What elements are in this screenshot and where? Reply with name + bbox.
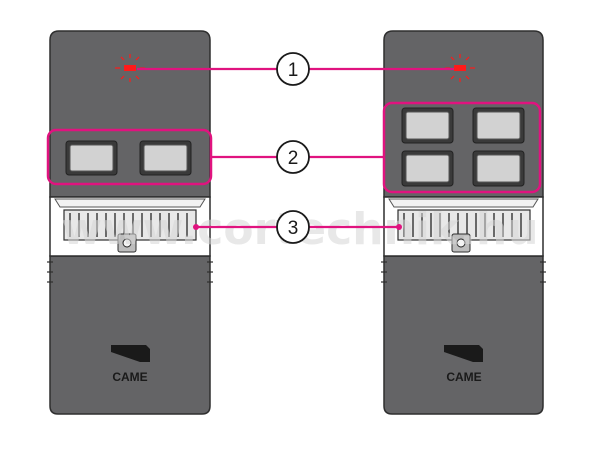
callout-1-number: 1 (288, 60, 299, 81)
left-brand-logo: CAME (111, 345, 150, 384)
callout-2-number: 2 (288, 148, 299, 169)
left-dip-compartment (49, 196, 211, 257)
callout-3-left-dot (193, 224, 199, 230)
callout-1-badge: 1 (276, 52, 310, 86)
right-remote: CAME (381, 30, 546, 415)
right-buttons-highlight (382, 101, 542, 194)
left-side-ticks (47, 261, 213, 283)
left-brand-label: CAME (112, 370, 147, 384)
left-remote-lower-body (49, 255, 211, 415)
callout-3-right-dot (396, 224, 402, 230)
right-dip-compartment (383, 196, 544, 257)
callout-3-number: 3 (288, 218, 299, 239)
right-buttons (401, 107, 525, 187)
right-screw-icon (456, 238, 466, 248)
left-remote: CAME (46, 30, 213, 415)
right-brand-label: CAME (446, 370, 481, 384)
right-remote-lower-body (383, 255, 544, 415)
left-buttons (65, 140, 192, 176)
right-side-ticks (381, 261, 546, 283)
left-led (115, 54, 145, 82)
callout-3-badge: 3 (276, 210, 310, 244)
left-screw-icon (122, 238, 132, 248)
right-brand-logo: CAME (444, 345, 483, 384)
callout-2-badge: 2 (276, 140, 310, 174)
